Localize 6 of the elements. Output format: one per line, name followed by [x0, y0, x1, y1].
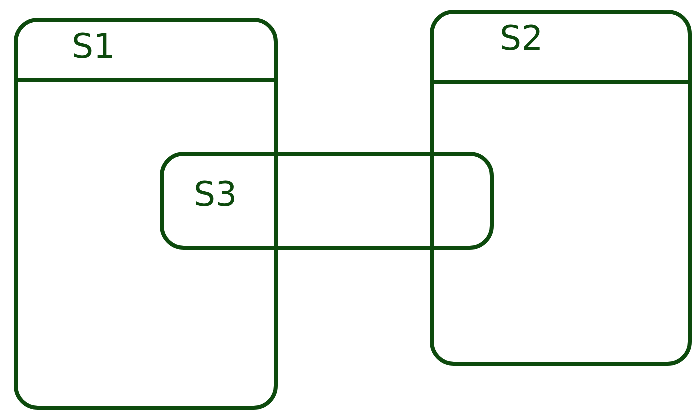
set-label: S1: [72, 30, 116, 64]
set-label: S3: [194, 178, 238, 212]
set-box: [430, 10, 692, 366]
set-box: [14, 18, 278, 410]
set-label: S2: [500, 22, 544, 56]
overlap-box: [160, 152, 494, 250]
